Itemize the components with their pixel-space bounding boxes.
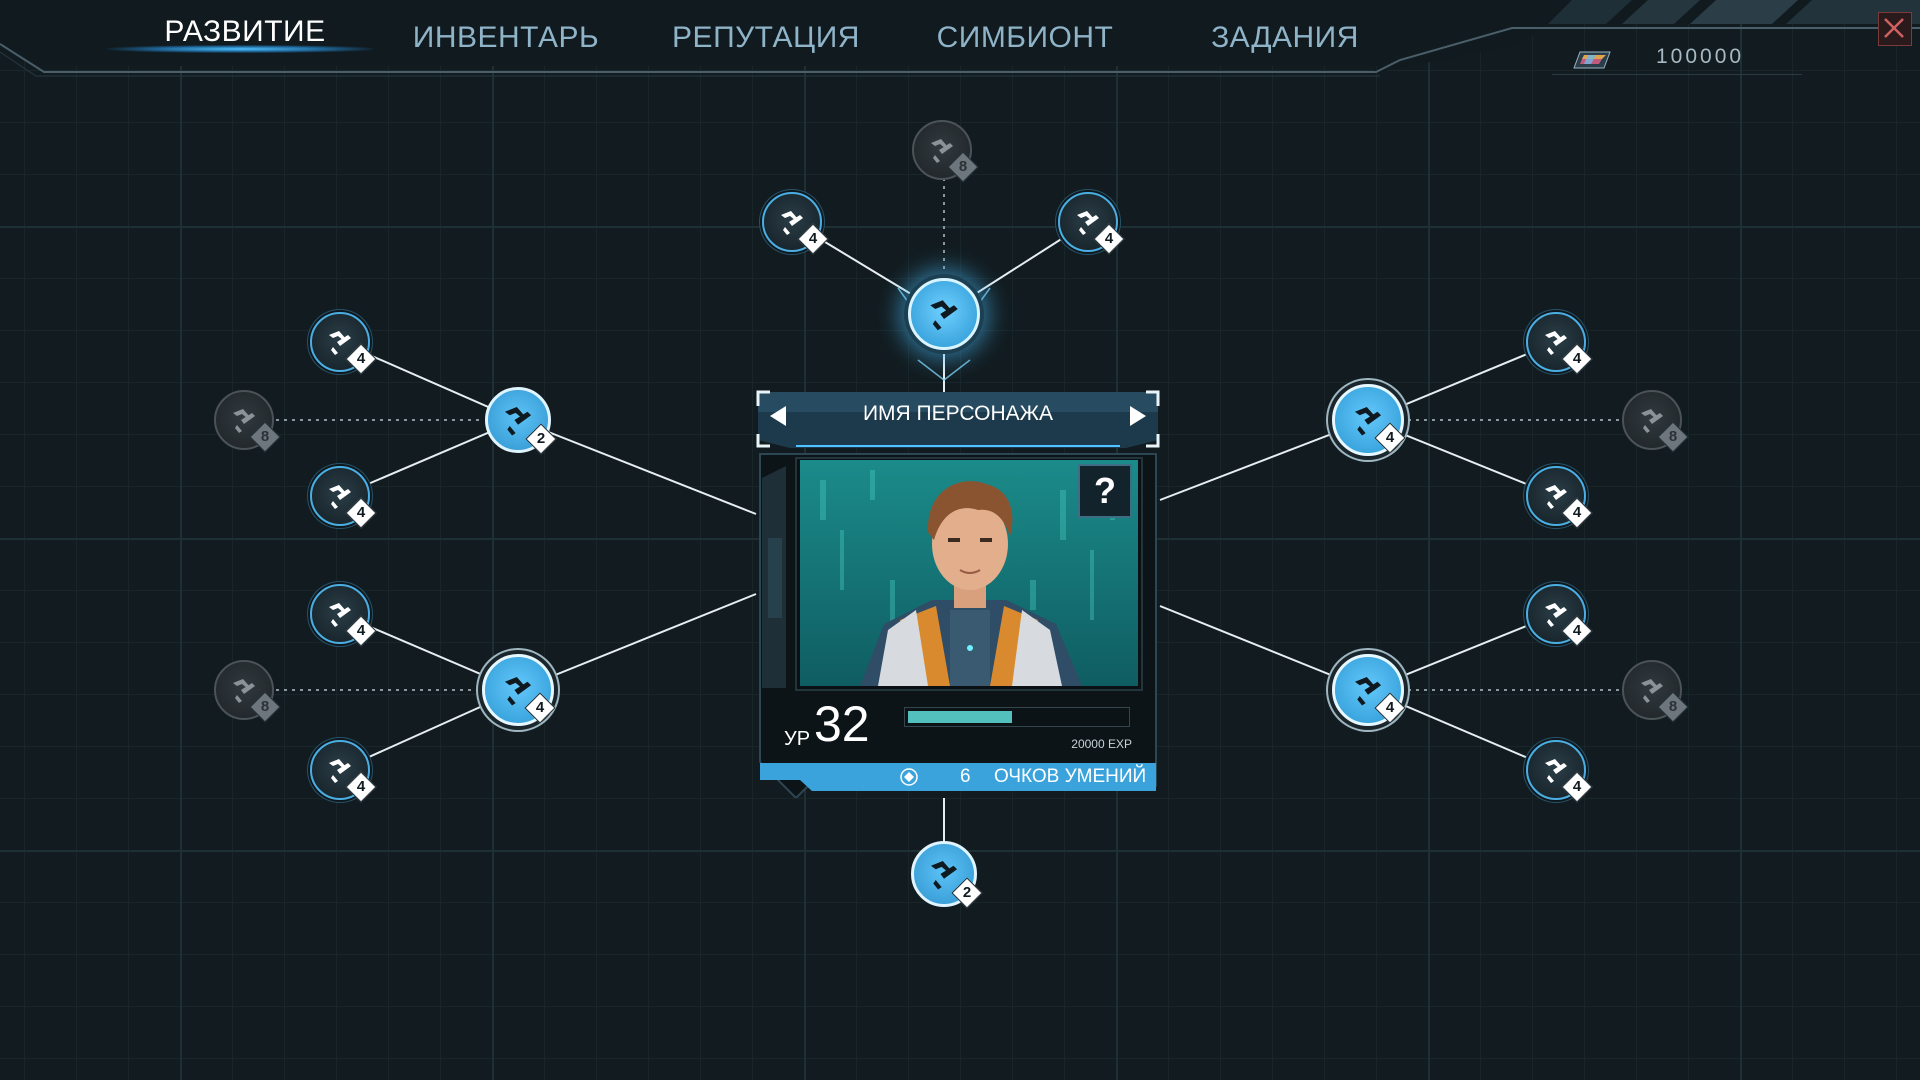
skill-icon xyxy=(233,679,255,703)
experience-value: 20000 EXP xyxy=(1071,737,1132,751)
skill-icon xyxy=(1545,331,1567,355)
level-label: УР xyxy=(784,728,811,750)
card-header: ИМЯ ПЕРСОНАЖА xyxy=(756,388,1160,444)
skill-node-left-upper-a[interactable]: 4 xyxy=(310,312,377,375)
skill-node-top-left[interactable]: 4 xyxy=(762,192,829,255)
skill-icon xyxy=(504,676,532,706)
tab-quests[interactable]: ЗАДАНИЯ xyxy=(1211,21,1359,54)
currency-value: 100000 xyxy=(1656,45,1745,68)
skill-node-right-lower-locked[interactable]: 8 xyxy=(1622,660,1689,723)
skill-icon xyxy=(1545,485,1567,509)
top-navigation-bar: РАЗВИТИЕ ИНВЕНТАРЬ РЕПУТАЦИЯ СИМБИОНТ ЗА… xyxy=(0,0,1920,80)
close-icon xyxy=(1884,18,1904,38)
skill-node-top-hub[interactable] xyxy=(908,278,980,350)
skill-icon xyxy=(1545,603,1567,627)
skill-node-right-upper-locked[interactable]: 8 xyxy=(1622,390,1689,453)
experience-fill xyxy=(908,711,1012,723)
experience-bar xyxy=(904,707,1130,727)
level-value: 32 xyxy=(814,696,870,752)
skill-icon xyxy=(329,485,351,509)
skill-node-top-locked[interactable]: 8 xyxy=(912,120,979,183)
character-help-button[interactable]: ? xyxy=(1078,464,1132,518)
active-tab-indicator xyxy=(108,45,373,53)
crystal-icon xyxy=(1573,51,1611,69)
skill-icon xyxy=(1641,679,1663,703)
character-name: ИМЯ ПЕРСОНАЖА xyxy=(862,402,1054,425)
skill-node-right-upper-hub[interactable]: 4 xyxy=(1332,384,1406,456)
tab-reputation[interactable]: РЕПУТАЦИЯ xyxy=(672,21,860,54)
close-button[interactable] xyxy=(1878,12,1912,46)
next-character-button[interactable] xyxy=(1126,404,1150,428)
skill-icon xyxy=(1641,409,1663,433)
skill-node-top-right[interactable]: 4 xyxy=(1058,192,1125,255)
previous-character-button[interactable] xyxy=(766,404,790,428)
skill-node-left-lower-hub[interactable]: 4 xyxy=(482,654,556,726)
skill-node-left-lower-b[interactable]: 4 xyxy=(310,740,377,803)
skill-node-right-upper-b[interactable]: 4 xyxy=(1526,466,1593,529)
skill-icon xyxy=(1077,211,1099,235)
skill-node-right-lower-b[interactable]: 4 xyxy=(1526,740,1593,803)
skill-icon xyxy=(930,860,958,890)
skill-icon xyxy=(931,139,953,163)
skill-node-left-lower-locked[interactable]: 8 xyxy=(214,660,281,723)
skill-icon xyxy=(329,759,351,783)
tab-inventory[interactable]: ИНВЕНТАРЬ xyxy=(412,21,600,54)
top-bar-frame xyxy=(0,0,1920,77)
skill-icon xyxy=(233,409,255,433)
skill-points-label: ОЧКОВ УМЕНИЙ xyxy=(994,766,1147,787)
skill-node-right-upper-a[interactable]: 4 xyxy=(1526,312,1593,375)
character-card: ИМЯ ПЕРСОНАЖА xyxy=(756,388,1160,798)
skill-icon xyxy=(504,406,532,436)
skill-points-bar: 6 ОЧКОВ УМЕНИЙ xyxy=(760,763,1156,791)
skill-node-left-upper-b[interactable]: 4 xyxy=(310,466,377,529)
skill-node-left-lower-a[interactable]: 4 xyxy=(310,584,377,647)
skill-node-bottom-hub[interactable]: 2 xyxy=(911,841,983,909)
skill-icon xyxy=(1545,759,1567,783)
tab-symbiont[interactable]: СИМБИОНТ xyxy=(936,21,1114,54)
skill-node-right-lower-a[interactable]: 4 xyxy=(1526,584,1593,647)
currency-display: 100000 xyxy=(1552,38,1802,78)
skill-icon xyxy=(329,603,351,627)
skill-icon xyxy=(930,300,958,331)
skill-node-left-upper-hub[interactable]: 2 xyxy=(485,387,557,455)
skill-icon xyxy=(329,331,351,355)
skill-icon xyxy=(1354,676,1382,706)
currency-underline xyxy=(1552,74,1802,75)
skill-icon xyxy=(781,211,803,235)
tab-development[interactable]: РАЗВИТИЕ xyxy=(164,15,326,48)
skill-points-count: 6 xyxy=(960,766,971,787)
skill-point-icon xyxy=(900,768,918,786)
skill-node-right-lower-hub[interactable]: 4 xyxy=(1332,654,1406,726)
skill-icon xyxy=(1354,406,1382,436)
skill-node-left-upper-locked[interactable]: 8 xyxy=(214,390,281,453)
